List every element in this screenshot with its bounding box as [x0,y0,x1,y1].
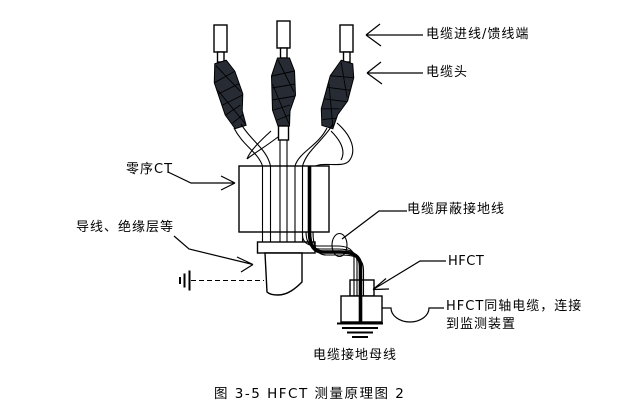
cable-terminal-left [213,24,228,63]
center-cable-neck [277,125,290,141]
label-cable-head: 电缆头 [426,65,469,80]
figure-caption: 图 3-5 HFCT 测量原理图 2 [214,386,406,402]
label-cable-incoming: 电缆进线/馈线端 [426,27,530,42]
cable-head-center-icon [271,57,296,127]
cable-terminal-center [276,20,291,59]
label-ground-busbar: 电缆接地母线 [313,348,398,363]
shield-strand-loops [246,122,354,169]
coax-cable-line [382,307,444,323]
arrow-cable-head-icon [366,61,423,85]
label-zero-sequence-ct: 零序CT [126,162,174,177]
leader-shield-ground-wire-icon [341,210,407,240]
label-hfct: HFCT [448,254,485,269]
ground-symbol-left-icon [179,270,191,291]
cable-terminal-right [339,24,354,63]
cable-conductors [233,123,334,242]
leader-hfct-icon [372,260,446,291]
leader-zero-sequence-ct-icon [167,171,236,191]
cable-body [264,252,303,296]
ground-symbol-hfct-icon [337,322,383,338]
cable-head-left-icon [208,57,253,132]
cable-head-right-icon [315,57,359,132]
label-coax-line1: HFCT同轴电缆，连接 [446,299,583,314]
label-conductor-insulation: 导线、绝缘层等 [76,220,175,235]
shield-wire-marker-ellipse [331,232,348,258]
zero-sequence-ct-box [238,165,330,233]
arrow-cable-incoming-icon [365,23,423,47]
label-coax-line2: 到监测装置 [446,317,517,332]
label-shield-ground-wire: 电缆屏蔽接地线 [407,202,506,217]
leader-conductor-insulation-icon [173,235,254,273]
shield-ground-wires [301,231,365,323]
